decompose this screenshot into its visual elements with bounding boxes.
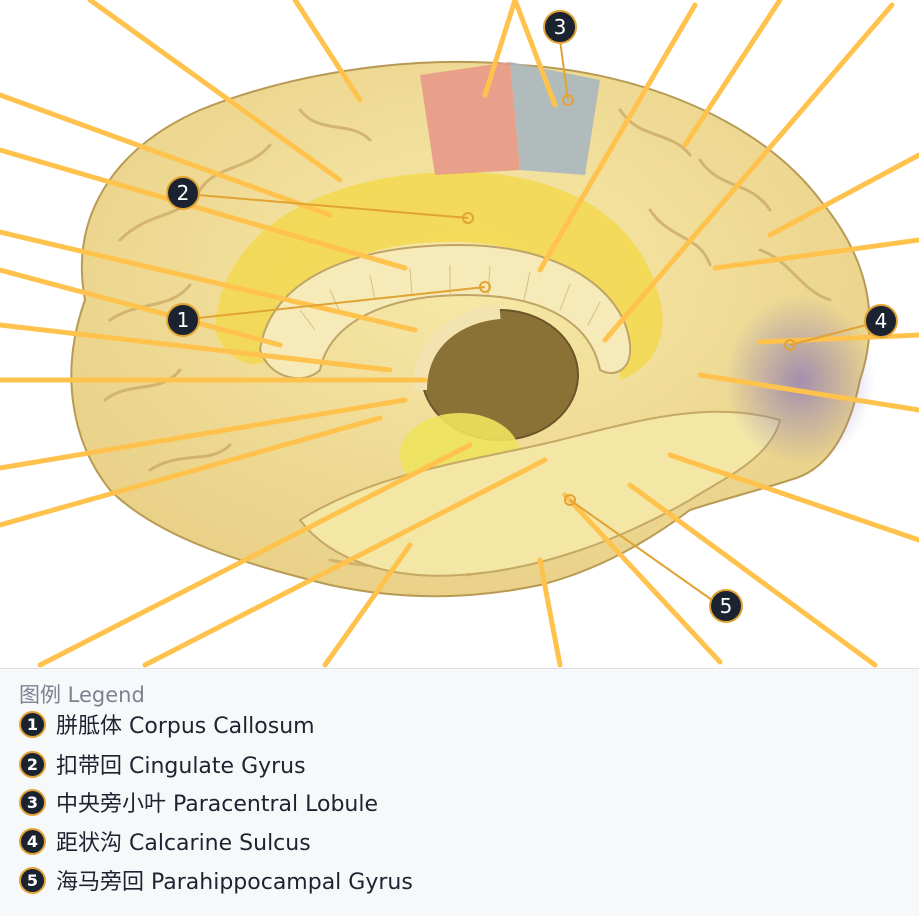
- legend-badge: 5: [19, 866, 46, 894]
- corpus-callosum-region: [258, 243, 632, 380]
- legend-item-cingulate-gyrus: 2 扣带回 Cingulate Gyrus: [19, 749, 306, 779]
- leader-lines: [0, 0, 919, 668]
- calcarine-sulcus-region: [725, 295, 875, 465]
- svg-text:4: 4: [875, 309, 888, 333]
- legend-label: 扣带回 Cingulate Gyrus: [56, 754, 306, 779]
- brain-medial-view-illustration: 1 2 3 4 5: [0, 0, 919, 668]
- legend-badge: 4: [19, 827, 46, 855]
- legend-item-parahippocampal-gyrus: 5 海马旁回 Parahippocampal Gyrus: [19, 865, 413, 895]
- callout-pointers: [197, 39, 867, 601]
- legend-label: 中央旁小叶 Paracentral Lobule: [56, 792, 378, 817]
- marker-2: 2: [166, 176, 200, 210]
- fornix-shape: [413, 305, 501, 391]
- legend-label: 距状沟 Calcarine Sulcus: [56, 831, 311, 856]
- legend-panel: 图例 Legend 1 胼胝体 Corpus Callosum 2 扣带回 Ci…: [0, 668, 919, 916]
- legend-item-paracentral-lobule: 3 中央旁小叶 Paracentral Lobule: [19, 787, 378, 817]
- legend-badge: 3: [19, 788, 46, 816]
- svg-text:5: 5: [720, 594, 733, 618]
- marker-1: 1: [166, 303, 200, 337]
- legend-title: 图例 Legend: [19, 683, 145, 707]
- legend-item-calcarine-sulcus: 4 距状沟 Calcarine Sulcus: [19, 826, 311, 856]
- paracentral-lobule-anterior: [420, 62, 520, 175]
- legend-badge: 2: [19, 750, 46, 778]
- marker-3: 3: [543, 10, 577, 44]
- parahippocampal-gyrus-region: [298, 410, 782, 577]
- marker-5: 5: [709, 589, 743, 623]
- legend-label: 胼胝体 Corpus Callosum: [56, 714, 315, 739]
- cingulate-gyrus-region: [215, 171, 663, 380]
- marker-4: 4: [864, 304, 898, 338]
- svg-text:3: 3: [554, 15, 567, 39]
- svg-text:2: 2: [177, 181, 190, 205]
- legend-item-corpus-callosum: 1 胼胝体 Corpus Callosum: [19, 709, 315, 739]
- legend-label: 海马旁回 Parahippocampal Gyrus: [56, 870, 413, 895]
- paracentral-lobule-posterior: [510, 62, 600, 175]
- svg-text:1: 1: [177, 308, 190, 332]
- legend-badge: 1: [19, 710, 46, 738]
